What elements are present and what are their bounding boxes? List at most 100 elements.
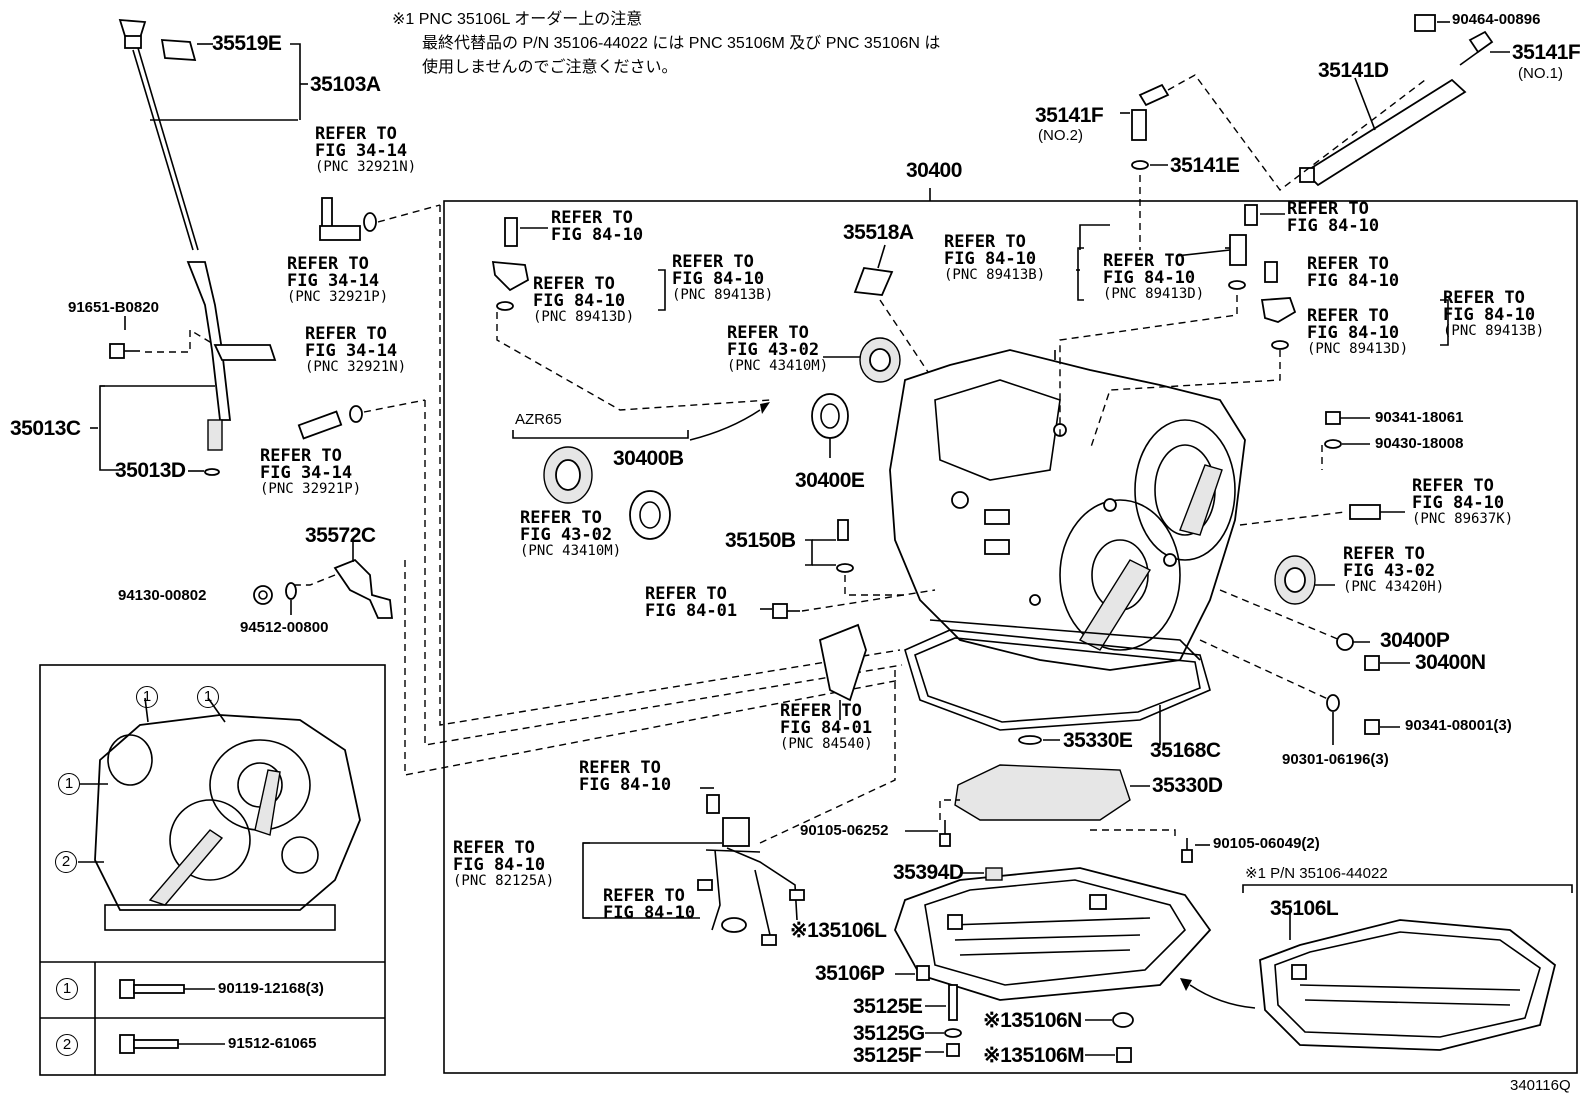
neutral-start-switch	[818, 623, 867, 702]
oil-cooler-union-lower	[297, 405, 363, 440]
legend-row2-num: 2	[56, 1034, 78, 1056]
breather-hose-35141d	[1299, 78, 1467, 187]
legend-bolt-1	[119, 979, 185, 999]
magnet-35394d	[985, 867, 1003, 881]
part-label-90341-18061[interactable]: 90341-18061	[1375, 409, 1464, 426]
part-label-35125f[interactable]: 35125F	[853, 1044, 922, 1067]
inset-marker-2: 2	[55, 851, 77, 873]
part-label-35330d[interactable]: 35330D	[1152, 774, 1223, 797]
part-label-35103a[interactable]: 35103A	[310, 73, 381, 96]
oil-pan-35106l-alt	[1259, 919, 1557, 1051]
part-label-35168c[interactable]: 35168C	[1150, 739, 1221, 762]
part-label-35125g[interactable]: 35125G	[853, 1022, 925, 1045]
gasket-35168c	[904, 629, 1211, 731]
order-note-line2: 最終代替品の P/N 35106-44022 には PNC 35106M 及び …	[422, 35, 941, 52]
part-label-30400n[interactable]: 30400N	[1415, 651, 1486, 674]
part-label-94130-00802[interactable]: 94130-00802	[118, 587, 207, 604]
order-note-line3: 使用しませんのでご注意ください。	[422, 59, 678, 76]
assembly-frame	[443, 200, 1578, 1074]
inset-marker-1a: 1	[136, 686, 158, 708]
part-label-30400[interactable]: 30400	[906, 159, 962, 182]
oil-pan-35106l	[894, 867, 1212, 1001]
bracket-35572c	[333, 558, 394, 619]
part-label-90341-08001[interactable]: 90341-08001(3)	[1405, 717, 1512, 734]
part-label-35106l-alt[interactable]: 35106L	[1270, 897, 1339, 920]
part-label-90105-06049[interactable]: 90105-06049(2)	[1213, 835, 1320, 852]
part-label-35106l[interactable]: ※135106L	[790, 919, 887, 942]
part-label-90105-06252[interactable]: 90105-06252	[800, 822, 889, 839]
dipstick-35103a	[118, 18, 277, 451]
inset-transaxle-sketch	[78, 697, 361, 931]
inset-marker-1c: 1	[58, 773, 80, 795]
part-label-91651-b0820[interactable]: 91651-B0820	[68, 299, 159, 316]
part-label-35150b[interactable]: 35150B	[725, 529, 796, 552]
part-label-35106p[interactable]: 35106P	[815, 962, 885, 985]
tag-35519e	[160, 39, 197, 61]
part-label-94512-00800[interactable]: 94512-00800	[240, 619, 329, 636]
bearing-30400b	[629, 490, 671, 540]
part-label-35013d[interactable]: 35013D	[115, 459, 186, 482]
legend-row1-part[interactable]: 90119-12168(3)	[218, 980, 324, 997]
transaxle-case	[889, 349, 1246, 671]
part-label-35330e[interactable]: 35330E	[1063, 729, 1133, 752]
no1-marker: (NO.1)	[1518, 65, 1563, 82]
part-label-35141e[interactable]: 35141E	[1170, 154, 1240, 177]
part-label-35518a[interactable]: 35518A	[843, 221, 914, 244]
part-label-30400p[interactable]: 30400P	[1380, 629, 1450, 652]
alt-pan-note: ※1 P/N 35106-44022	[1245, 865, 1388, 882]
legend-bolt-2	[119, 1034, 179, 1054]
part-label-35106n[interactable]: ※135106N	[983, 1009, 1082, 1032]
part-label-35141d[interactable]: 35141D	[1318, 59, 1389, 82]
solenoid-wire-harness	[697, 794, 805, 946]
inset-frame	[39, 664, 386, 1076]
part-label-35013c[interactable]: 35013C	[10, 417, 81, 440]
part-label-90301-06196[interactable]: 90301-06196(3)	[1282, 751, 1389, 768]
part-label-35125e[interactable]: 35125E	[853, 995, 923, 1018]
part-label-35394d[interactable]: 35394D	[893, 861, 964, 884]
part-label-90430-18008[interactable]: 90430-18008	[1375, 435, 1464, 452]
bearing-azr65	[543, 446, 593, 504]
part-label-35106m[interactable]: ※135106M	[983, 1044, 1085, 1067]
legend-row2-part[interactable]: 91512-61065	[228, 1035, 317, 1052]
part-label-35141f-no1[interactable]: 35141F	[1512, 41, 1581, 64]
seal-30400e	[811, 393, 849, 439]
part-label-35141f-no2[interactable]: 35141F	[1035, 104, 1104, 127]
inset-marker-1b: 1	[197, 686, 219, 708]
seal-43420h	[1274, 555, 1316, 605]
part-label-35572c[interactable]: 35572C	[305, 524, 376, 547]
speed-sensor-upper-left	[491, 217, 530, 311]
part-label-90464-00896[interactable]: 90464-00896	[1452, 11, 1541, 28]
bearing-refer-43-02	[859, 337, 901, 383]
no2-marker: (NO.2)	[1038, 127, 1083, 144]
part-label-30400b[interactable]: 30400B	[613, 447, 684, 470]
figure-code: 340116Q	[1510, 1077, 1571, 1094]
part-label-30400e[interactable]: 30400E	[795, 469, 865, 492]
part-label-35519e[interactable]: 35519E	[212, 32, 282, 55]
legend-row1-num: 1	[56, 978, 78, 1000]
order-note-line1: ※1 PNC 35106L オーダー上の注意	[392, 11, 643, 28]
label-35518a	[853, 267, 894, 296]
